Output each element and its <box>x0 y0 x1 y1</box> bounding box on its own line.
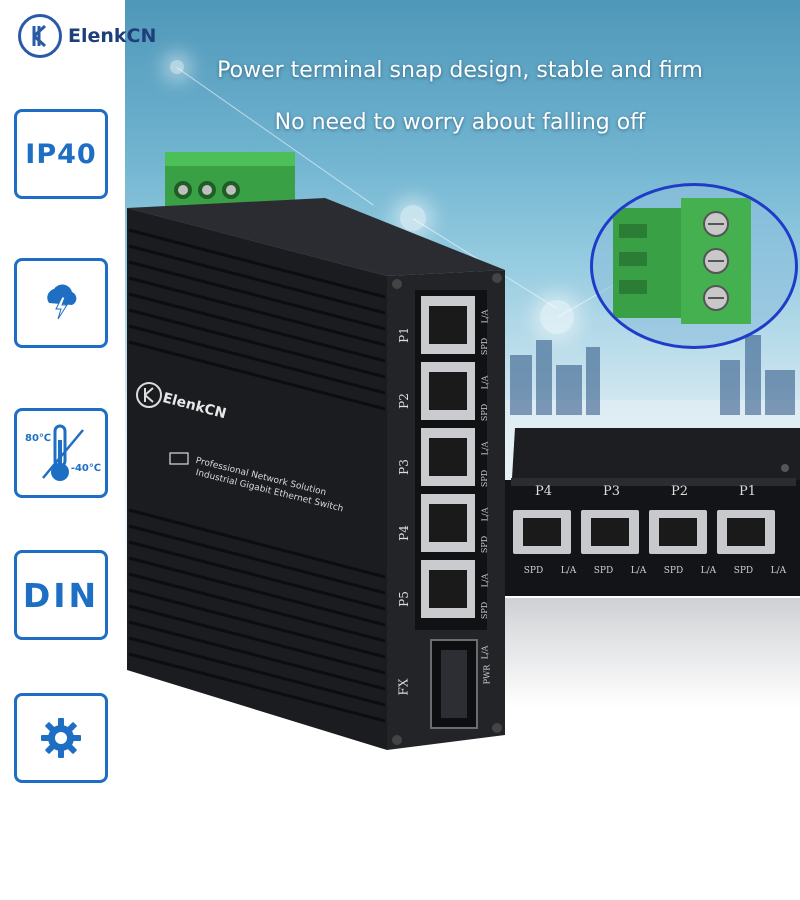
led-speed-label: SPD <box>480 337 490 356</box>
feature-lightning <box>14 258 108 348</box>
back-led-label: SPD <box>663 566 684 576</box>
headline-line-2: No need to worry about falling off <box>274 110 646 135</box>
feature-temperature: 80℃ -40℃ <box>14 408 108 498</box>
back-port-label: P3 <box>603 484 621 499</box>
led-speed-label: SPD <box>480 535 490 554</box>
feature-ip40: IP40 <box>14 109 108 199</box>
led-link-label: L/A <box>480 309 490 324</box>
led-speed-label: SPD <box>480 469 490 488</box>
back-led-label: SPD <box>733 566 754 576</box>
temperature-icon <box>42 424 84 481</box>
port-label: P5 <box>396 591 411 607</box>
port-label: P3 <box>396 459 411 475</box>
lightning-icon <box>47 284 77 320</box>
feature-ip40-label: IP40 <box>25 138 97 170</box>
back-device-ports <box>513 510 775 554</box>
led-link-label: L/A <box>480 645 490 660</box>
temperature-low: -40℃ <box>70 463 101 474</box>
back-led-label: SPD <box>523 566 544 576</box>
main-device: ElenkCN Professional Network Solution In… <box>115 150 525 760</box>
brand: ElenkCN <box>18 14 156 58</box>
back-led-labels: SPD L/A SPD L/A SPD L/A SPD L/A <box>515 566 795 576</box>
led-link-label: L/A <box>480 507 490 522</box>
back-led-label: SPD <box>593 566 614 576</box>
back-led-label: L/A <box>560 566 577 576</box>
headline-line-1: Power terminal snap design, stable and f… <box>217 58 703 83</box>
back-port-label: P4 <box>535 484 553 499</box>
led-link-label: L/A <box>480 573 490 588</box>
back-port-label: P2 <box>671 484 689 499</box>
fiber-port-label: FX <box>396 678 411 696</box>
feature-din: DIN <box>14 550 108 640</box>
port-label: P4 <box>396 525 411 541</box>
feature-din-label: DIN <box>22 575 100 615</box>
temperature-high: 80℃ <box>25 433 52 444</box>
back-led-label: L/A <box>700 566 717 576</box>
gear-icon <box>41 718 81 758</box>
back-port-label: P1 <box>739 484 757 499</box>
led-speed-label: SPD <box>480 403 490 422</box>
back-device-reflection <box>505 598 800 708</box>
led-power-label: PWR <box>482 664 492 685</box>
port-label: P2 <box>396 393 411 409</box>
back-device: P4 P3 P2 P1 SPD L/A SPD L/A SPD L/A SPD … <box>505 418 800 596</box>
port-label: P1 <box>396 327 411 343</box>
brand-name: ElenkCN <box>68 25 157 47</box>
back-led-label: L/A <box>770 566 787 576</box>
back-led-label: L/A <box>630 566 647 576</box>
led-link-label: L/A <box>480 375 490 390</box>
terminal-closeup <box>590 183 798 349</box>
led-link-label: L/A <box>480 441 490 456</box>
feature-gear <box>14 693 108 783</box>
led-speed-label: SPD <box>480 601 490 620</box>
brand-logo-icon <box>18 14 62 58</box>
